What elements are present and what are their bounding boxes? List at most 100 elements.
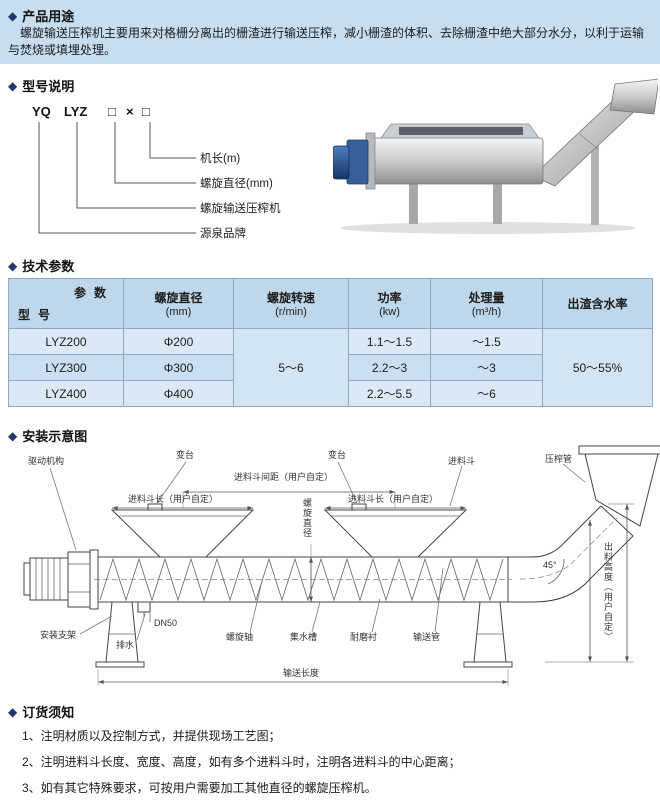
cell-capacity: ～3 [430,354,543,381]
label-lug-2: 变台 [328,450,347,460]
usage-header: ◆ 产品用途 [8,6,74,25]
model-code-box1: □ [108,104,116,119]
col-header-speed: 螺旋转速 (r/min) [233,278,349,329]
label-convey-pipe: 输送管 [413,632,441,642]
cell-power: 2.2～5.5 [348,380,431,407]
cell-capacity: ～1.5 [430,328,543,355]
label-convey-length: 输送长度 [283,668,320,678]
cell-power: 2.2～3 [348,354,431,381]
photo-trough [372,137,544,185]
col-diameter-unit: (mm) [165,306,192,318]
col-header-capacity: 处理量 (m³/h) [430,278,543,329]
col-diameter-name: 螺旋直径 [154,291,203,305]
label-screw-shaft: 螺旋轴 [226,632,254,642]
model-code-times: × [126,104,134,119]
feed-hopper-2 [323,503,468,558]
col-header-moisture: 出渣含水率 [542,278,653,329]
cell-diameter: Φ200 [123,328,234,355]
params-header: ◆ 技术参数 [8,256,74,275]
col-speed-name: 螺旋转速 [266,291,315,305]
model-line-1 [149,122,196,159]
col-power-unit: (kw) [379,306,400,318]
label-lug-1: 变台 [176,450,195,460]
press-pipe-section [508,445,660,603]
col-capacity-unit: (m³/h) [471,306,502,318]
label-dn50: DN50 [154,618,178,628]
model-label-length: 机长(m) [200,151,240,165]
install-title: 安装示意图 [22,429,88,444]
order-note-1: 1、注明材质以及控制方式，并提供现场工艺图； [22,729,281,743]
cell-model: LYZ200 [8,328,124,355]
col-capacity-name: 处理量 [468,291,505,305]
feed-hopper-1 [110,503,255,558]
model-label-diameter: 螺旋直径(mm) [200,176,273,190]
model-code-brand: YQ [32,104,51,119]
params-title: 技术参数 [22,259,75,274]
corner-model-label: 型号 [18,308,59,322]
order-notes: 1、注明材质以及控制方式，并提供现场工艺图； 2、注明进料斗长度、宽度、高度，如… [22,726,461,804]
usage-title: 产品用途 [22,9,75,24]
model-line-4 [38,122,196,234]
installation-diagram: 驱动机构 变台 变台 进料斗间距（用户自定） 进料斗 压榨管 进料斗长（用户自定… [0,442,660,698]
params-table: 参数 型号 螺旋直径 (mm) 螺旋转速 (r/min) 功率 (kw) 处理量… [8,278,653,407]
label-drain: 排水 [116,640,135,650]
col-header-power: 功率 (kw) [348,278,431,329]
col-power-name: 功率 [377,291,402,305]
model-label-machine: 螺旋输送压榨机 [200,201,281,215]
photo-gearbox [346,139,369,185]
order-note-3: 3、如有其它特殊要求，可按用户需要加工其他直径的螺旋压榨机。 [22,781,377,795]
label-hopper-length-2: 进料斗长（用户自定） [348,494,439,504]
label-hopper-length-1: 进料斗长（用户自定） [128,494,219,504]
model-code-diagram: YQ LYZ □ × □ 机长(m) 螺旋直径(mm) 螺旋输送压榨机 源泉品牌 [32,104,281,240]
support-legs [95,601,513,668]
label-water-trough: 集水槽 [290,632,318,642]
cell-capacity: ～6 [430,380,543,407]
label-angle-45: 45° [543,560,557,570]
label-wear-liner: 耐磨衬 [350,632,378,642]
drain-stub [137,601,151,618]
section-usage: ◆ 产品用途 螺旋输送压榨机主要用来对格栅分离出的栅渣进行输送压榨，减小栅渣的体… [0,0,660,64]
installation-diagram-drawing [23,445,660,686]
model-label-brand: 源泉品牌 [200,226,246,240]
model-line-3 [76,122,196,209]
col-moisture-name: 出渣含水率 [567,297,628,311]
conveyor-tube [89,549,512,610]
photo-hopper-opening [399,127,523,135]
diamond-icon: ◆ [8,258,18,273]
photo-pipe-collar [579,133,600,151]
usage-body-text: 螺旋输送压榨机主要用来对格栅分离出的栅渣进行输送压榨，减小栅渣的体积、去除栅渣中… [8,26,645,57]
photo-discharge-head [609,78,658,115]
label-hopper-gap: 进料斗间距（用户自定） [234,472,334,482]
cell-model: LYZ300 [8,354,124,381]
cell-power: 1.1～1.5 [348,328,431,355]
drive-unit [23,551,91,608]
model-header: ◆ 型号说明 [8,76,74,95]
model-code-series: LYZ [64,104,87,119]
model-title: 型号说明 [22,79,75,94]
order-title: 订货须知 [22,705,75,720]
table-corner-cell: 参数 型号 [8,278,124,329]
product-photo [333,78,658,234]
label-outlet-height: 出料高度（用户自定） [603,542,613,642]
dimension-lines [97,490,634,686]
table-header-row: 参数 型号 螺旋直径 (mm) 螺旋转速 (r/min) 功率 (kw) 处理量… [8,278,653,329]
order-note-2: 2、注明进料斗长度、宽度、高度，如有多个进料斗时，注明各进料斗的中心距离； [22,755,461,769]
cell-speed-merged: 5～6 [233,328,349,407]
cell-model: LYZ400 [8,380,124,407]
label-screw-diameter: 螺旋直径 [302,498,312,538]
col-speed-unit: (r/min) [275,306,307,318]
install-header: ◆ 安装示意图 [8,426,87,445]
model-code-box2: □ [142,104,150,119]
cell-diameter: Φ300 [123,354,234,381]
cell-diameter: Φ400 [123,380,234,407]
corner-param-label: 参数 [73,286,114,300]
photo-motor [333,145,350,180]
order-header: ◆ 订货须知 [8,702,74,721]
label-drive-mechanism: 驱动机构 [28,456,65,466]
col-header-diameter: 螺旋直径 (mm) [123,278,234,329]
table-row: LYZ400 Φ400 2.2～5.5 ～6 [8,380,653,407]
diamond-icon: ◆ [8,78,18,93]
model-line-2 [114,122,196,184]
diamond-icon: ◆ [8,704,18,719]
label-mounting-bracket: 安装支架 [40,630,77,640]
